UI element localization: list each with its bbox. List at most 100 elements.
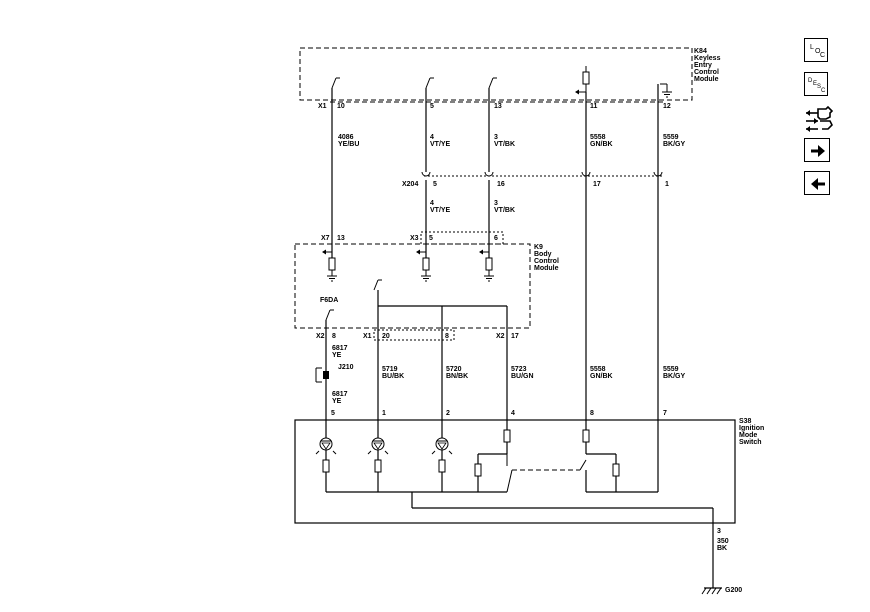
location-icon: L O C: [810, 44, 825, 59]
k9-connector-x7: X7: [321, 235, 330, 242]
wire-upper-4-circuit: 5558: [590, 134, 606, 141]
s38-switch-outline: [294, 419, 736, 524]
x204-pin-4: 1: [665, 181, 669, 188]
k84-pin-3: 13: [494, 103, 502, 110]
x204-pin-arc-4: [653, 171, 663, 177]
k84-line-2: Entry: [694, 62, 712, 69]
ground-label: G200: [725, 587, 742, 594]
desc-letter-c: C: [821, 88, 826, 94]
chassis-ground-symbol: [701, 587, 722, 595]
k84-module-outline: [299, 47, 693, 101]
arrow-left-icon: [811, 178, 825, 190]
s38-code: S38: [739, 418, 752, 425]
k84-switch-1: [331, 77, 340, 89]
k9-bus-switch: [373, 279, 382, 291]
wire-upper-5-circuit: 5559: [663, 134, 679, 141]
wire-lower-3-color: BU/BK: [382, 373, 404, 380]
k9-input-stub-3: [479, 249, 494, 282]
k84-pin-4: 11: [590, 103, 598, 110]
wire-lower-6-circuit: 5558: [590, 366, 606, 373]
wire-lower-7-circuit: 5559: [663, 366, 679, 373]
k84-connector-name: X1: [318, 103, 327, 110]
previous-page-button[interactable]: [804, 171, 830, 195]
k84-pin-2: 5: [430, 103, 434, 110]
desc-letter-e: E: [813, 81, 817, 87]
loc-letter-o: O: [815, 48, 821, 55]
k9-bottom-x2-b: X2: [496, 333, 505, 340]
k84-line-3: Control: [694, 69, 719, 76]
ground-wire-color: BK: [717, 545, 727, 552]
k84-switch-3: [488, 77, 497, 89]
wire-mid-1-color: VT/YE: [430, 207, 451, 214]
led-indicator-3: [431, 437, 453, 492]
k9-top-pin-2: 5: [429, 235, 433, 242]
wire-lower-5-color: BU/GN: [511, 373, 534, 380]
k9-bottom-pin-2: 20: [382, 333, 390, 340]
x204-pin-2: 16: [497, 181, 505, 188]
wire-lower-2-circuit: 6817: [332, 391, 348, 398]
wire-lower-7-color: BK/GY: [663, 373, 686, 380]
wire-upper-4-color: GN/BK: [590, 141, 613, 148]
k9-bottom-pin-3: 8: [445, 333, 449, 340]
description-icon: D E S C: [808, 78, 826, 94]
connector-view-button[interactable]: [804, 103, 838, 135]
j210-splice: [315, 367, 329, 383]
s38-pin-1: 5: [331, 410, 335, 417]
x204-pin-3: 17: [593, 181, 601, 188]
fuse-switch: [325, 309, 334, 321]
s38-pin-5: 8: [590, 410, 594, 417]
wire-upper-2-color: VT/YE: [430, 141, 451, 148]
k84-code: K84: [694, 48, 707, 55]
x204-pin-1: 5: [433, 181, 437, 188]
k9-bottom-x1: X1: [363, 333, 372, 340]
wire-lower-3-circuit: 5719: [382, 366, 398, 373]
x204-name: X204: [402, 181, 418, 188]
k9-line-1: Body: [534, 251, 552, 258]
wire-upper-3-color: VT/BK: [494, 141, 515, 148]
k84-input-resistor: [575, 66, 590, 95]
mode-switch-ladder: [474, 429, 620, 493]
k9-bottom-pin-1: 8: [332, 333, 336, 340]
s38-pin-3: 2: [446, 410, 450, 417]
k9-input-stub-1: [322, 249, 337, 282]
k9-bottom-pin-4: 17: [511, 333, 519, 340]
k84-pin-1: 10: [337, 103, 345, 110]
x204-pin-arc-1: [421, 171, 431, 177]
arrow-right-icon: [811, 145, 825, 157]
k84-line-1: Keyless: [694, 55, 721, 62]
wire-upper-1-circuit: 4086: [338, 134, 354, 141]
wire-lower-4-color: BN/BK: [446, 373, 468, 380]
wire-mid-1-circuit: 4: [430, 200, 434, 207]
wire-upper-2-circuit: 4: [430, 134, 434, 141]
k84-pin-5: 12: [663, 103, 671, 110]
s38-pin-6: 7: [663, 410, 667, 417]
k84-switch-2: [425, 77, 434, 89]
k9-code: K9: [534, 244, 543, 251]
k9-module-outline: [294, 243, 531, 329]
j210-label: J210: [338, 364, 354, 371]
k9-x1-connector-box: [373, 329, 455, 341]
k9-connector-x3: X3: [410, 235, 419, 242]
x204-pin-arc-3: [581, 171, 591, 177]
location-button[interactable]: L O C: [804, 38, 828, 62]
next-page-button[interactable]: [804, 138, 830, 162]
desc-letter-d: D: [808, 78, 813, 84]
s38-line-2: Mode: [739, 432, 757, 439]
connector-icon: [806, 105, 834, 132]
k9-bottom-x2-a: X2: [316, 333, 325, 340]
wire-lower-6-color: GN/BK: [590, 373, 613, 380]
wire-mid-2-color: VT/BK: [494, 207, 515, 214]
wire-mid-2-circuit: 3: [494, 200, 498, 207]
k9-input-stub-2: [416, 249, 431, 282]
wire-lower-4-circuit: 5720: [446, 366, 462, 373]
wire-lower-5-circuit: 5723: [511, 366, 527, 373]
s38-pin-7: 3: [717, 528, 721, 535]
wire-upper-5-color: BK/GY: [663, 141, 686, 148]
description-button[interactable]: D E S C: [804, 72, 828, 96]
s38-pin-4: 4: [511, 410, 515, 417]
loc-letter-l: L: [810, 44, 814, 51]
s38-line-3: Switch: [739, 439, 762, 446]
k9-line-3: Module: [534, 265, 559, 272]
led-indicator-2: [367, 437, 389, 492]
wire-upper-1-color: YE/BU: [338, 141, 359, 148]
